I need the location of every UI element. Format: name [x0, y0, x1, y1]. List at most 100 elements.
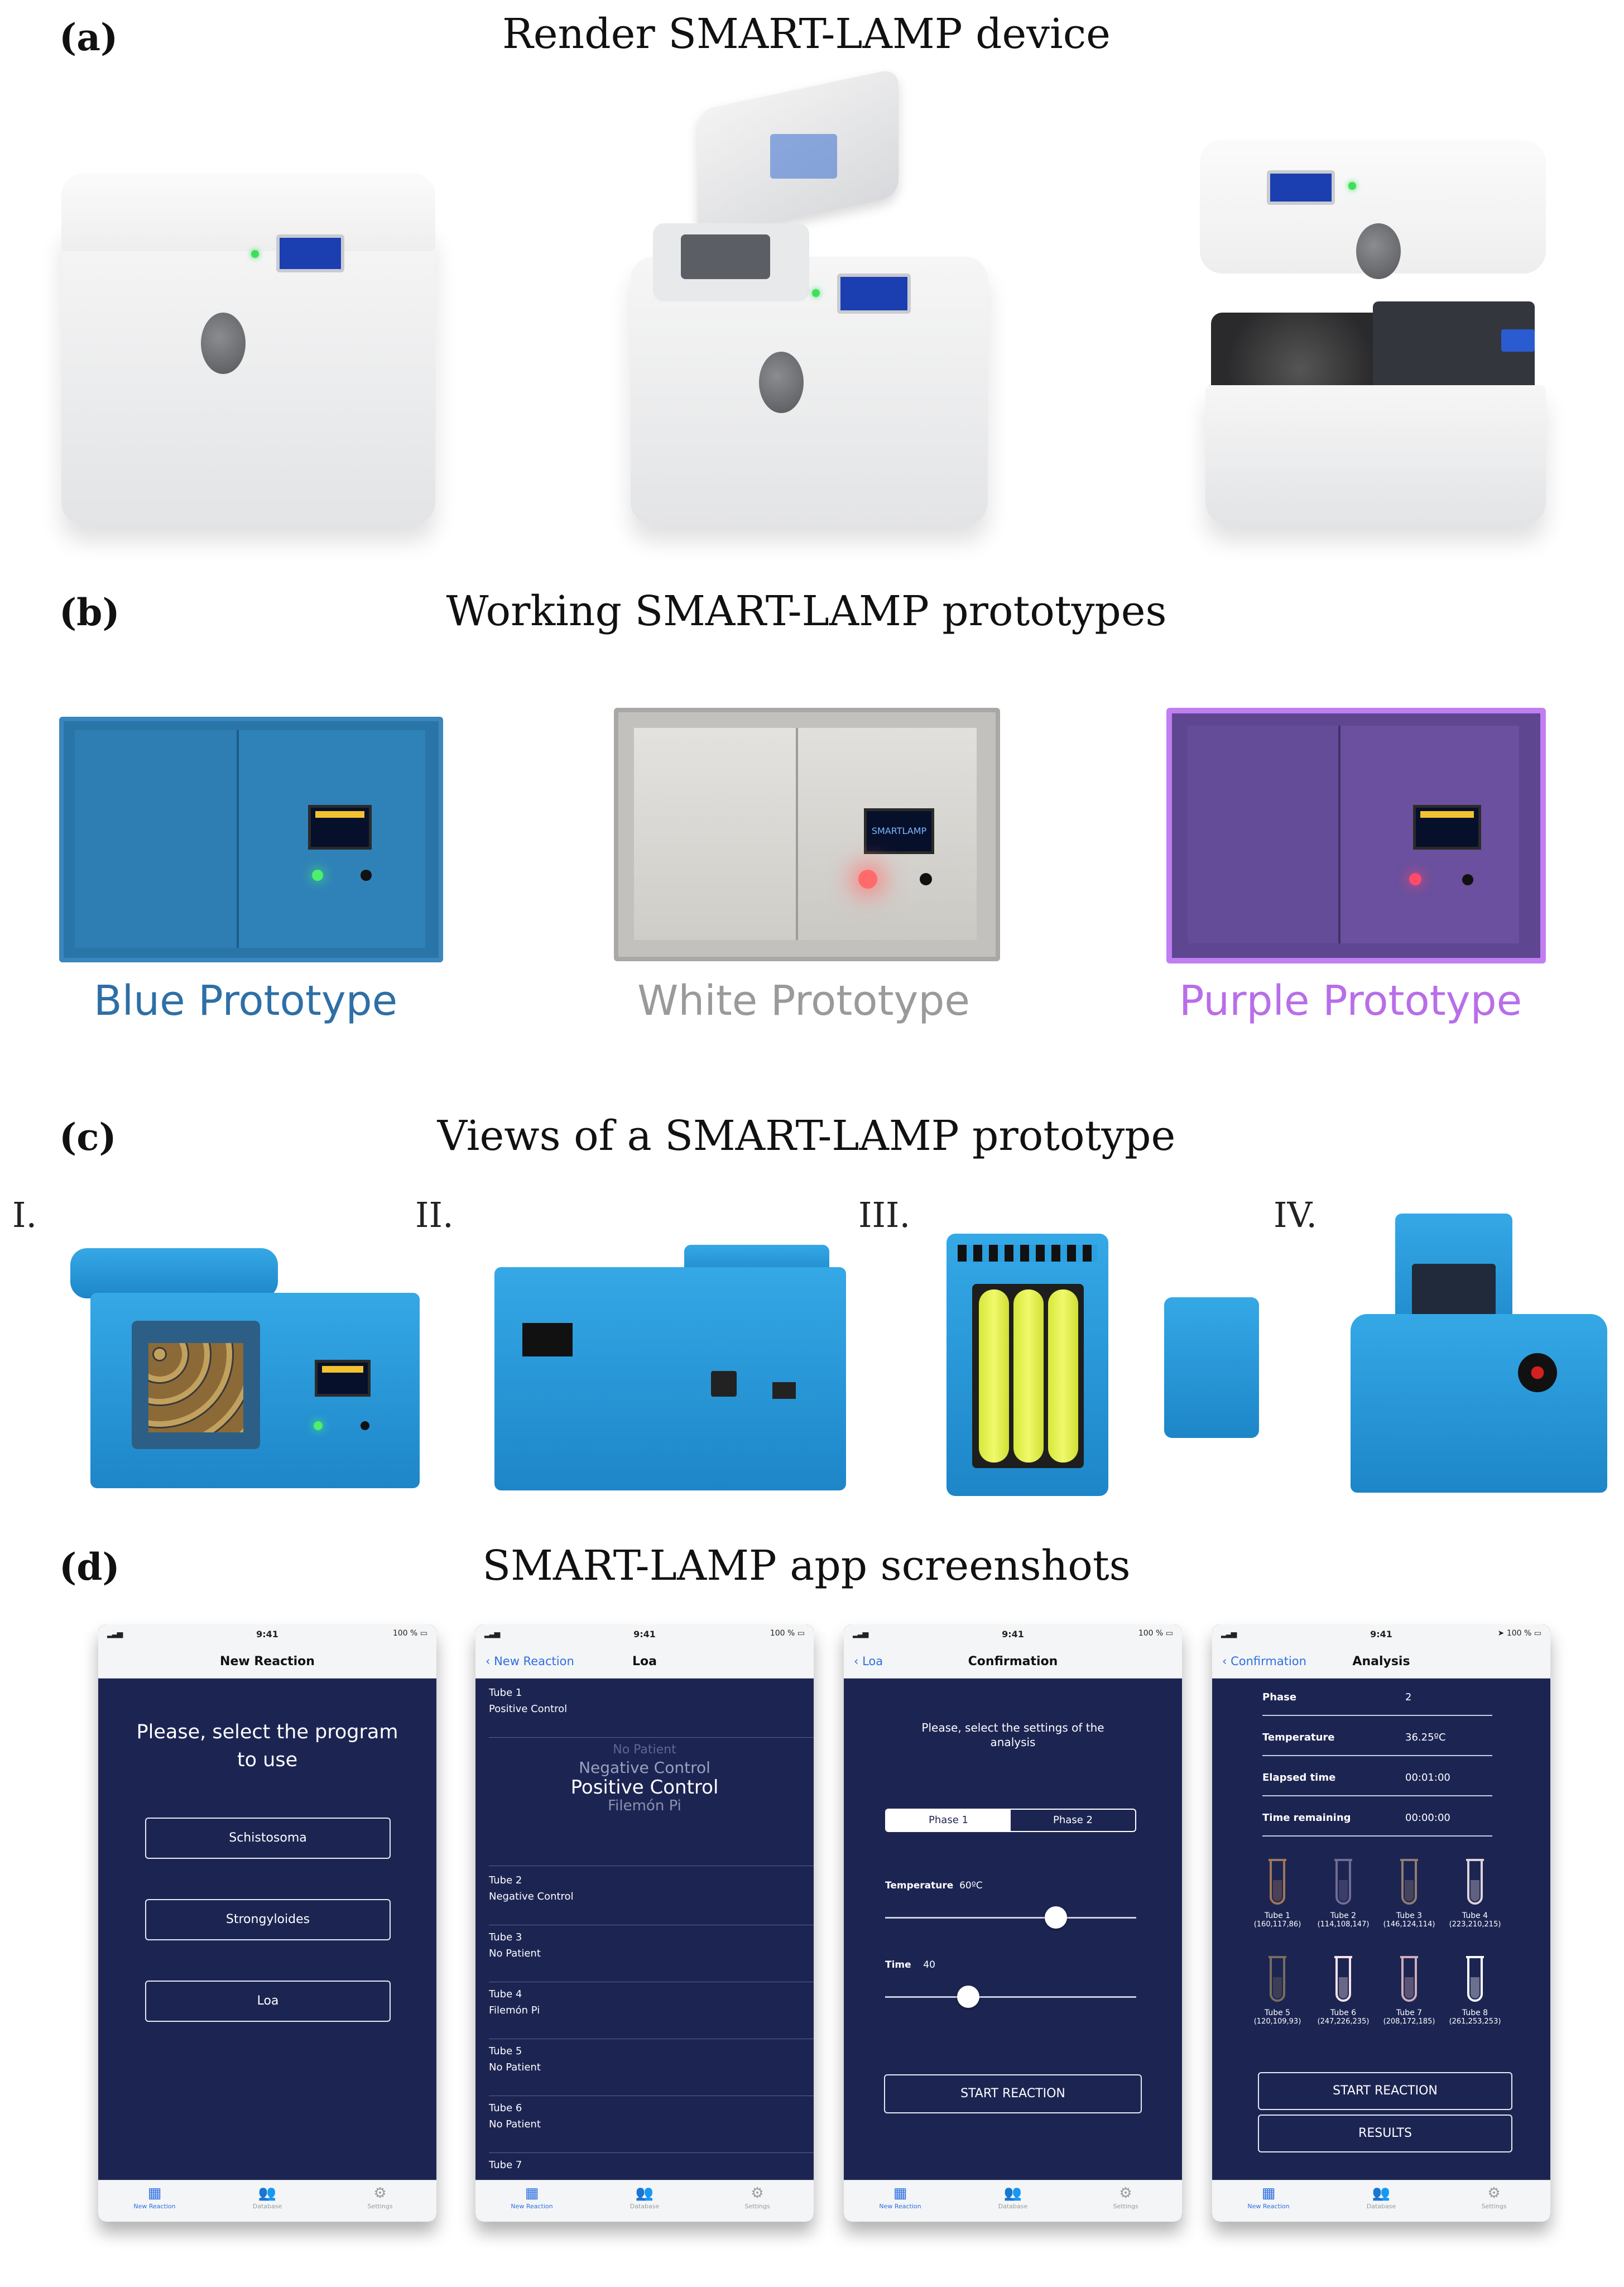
- phone-screen-confirmation: ▂▃▅ 9:41 100 % ▭ ‹ Loa Confirmation Plea…: [844, 1624, 1182, 2222]
- device-render-open: [631, 68, 988, 525]
- purple-prototype-photo: [1166, 708, 1546, 963]
- back-button[interactable]: ‹ Loa: [854, 1655, 883, 1668]
- panel-c-title: Views of a SMART-LAMP prototype: [437, 1112, 1176, 1160]
- tube-rgb-value: (114,108,147): [1317, 1920, 1370, 1929]
- grid-icon: ▦: [1261, 2185, 1276, 2202]
- tab-bar: ▦New Reaction 👥Database ⚙Settings: [1212, 2180, 1550, 2222]
- tube-rgb-value: (160,117,86): [1253, 1920, 1301, 1929]
- tab-database[interactable]: 👥Database: [1325, 2184, 1438, 2210]
- tab-new-reaction[interactable]: ▦New Reaction: [475, 2184, 588, 2210]
- tube-row-1[interactable]: Tube 1 Positive Control: [489, 1687, 814, 1738]
- nav-bar: ‹ Loa Confirmation: [844, 1644, 1182, 1679]
- time-slider-knob[interactable]: [957, 1986, 979, 2008]
- time-slider-track[interactable]: [885, 1996, 1136, 1998]
- view-label-4: IV.: [1274, 1195, 1318, 1235]
- view-1-open-lid: [70, 1248, 420, 1488]
- tab-new-reaction[interactable]: ▦New Reaction: [1212, 2184, 1325, 2210]
- battery-status: 100 % ▭: [1138, 1629, 1173, 1638]
- people-icon: 👥: [1372, 2185, 1391, 2202]
- panel-a-title: Render SMART-LAMP device: [502, 10, 1111, 58]
- signal-icon: ▂▃▅: [484, 1629, 500, 1638]
- tab-settings[interactable]: ⚙Settings: [701, 2184, 814, 2210]
- tube-label: Tube 7: [1396, 2008, 1423, 2017]
- start-reaction-button[interactable]: START REACTION: [1258, 2072, 1512, 2110]
- status-bar: ▂▃▅ 9:41 100 % ▭: [475, 1624, 814, 1644]
- status-bar: ▂▃▅ 9:41 ➤ 100 % ▭: [1212, 1624, 1550, 1644]
- nav-title: Confirmation: [968, 1655, 1058, 1668]
- results-button[interactable]: RESULTS: [1258, 2115, 1512, 2152]
- phase-2-segment[interactable]: Phase 2: [1053, 1814, 1093, 1826]
- tube-2: Tube 2(114,108,147): [1313, 1858, 1374, 1936]
- battery-status: ➤ 100 % ▭: [1497, 1629, 1541, 1638]
- picker-option-prev[interactable]: Negative Control: [579, 1758, 710, 1777]
- view-3-battery: [946, 1234, 1259, 1496]
- tab-bar: ▦New Reaction 👥Database ⚙Settings: [475, 2180, 814, 2222]
- chevron-left-icon: ‹: [486, 1655, 494, 1668]
- blue-prototype-photo: [59, 717, 443, 962]
- start-reaction-button[interactable]: START REACTION: [884, 2074, 1142, 2113]
- program-button-loa[interactable]: Loa: [145, 1981, 391, 2022]
- view-label-3: III.: [858, 1195, 911, 1235]
- test-tube-icon: [1334, 1859, 1352, 1905]
- temperature-slider-knob[interactable]: [1045, 1906, 1067, 1929]
- program-button-strongyloides[interactable]: Strongyloides: [145, 1899, 391, 1940]
- nav-title: Loa: [632, 1655, 657, 1668]
- tab-bar: ▦New Reaction 👥Database ⚙Settings: [98, 2180, 436, 2222]
- people-icon: 👥: [258, 2185, 277, 2202]
- panel-b-label: (b): [59, 591, 120, 634]
- status-time: 9:41: [256, 1629, 278, 1639]
- tab-database[interactable]: 👥Database: [211, 2184, 324, 2210]
- tab-new-reaction[interactable]: ▦New Reaction: [98, 2184, 211, 2210]
- tube-rgb-value: (247,226,235): [1317, 2017, 1370, 2026]
- phase-segmented-control[interactable]: Phase 1 Phase 2: [885, 1809, 1136, 1832]
- back-button[interactable]: ‹ New Reaction: [486, 1655, 574, 1668]
- tube-3: Tube 3(146,124,114): [1378, 1858, 1440, 1936]
- view-4-lid-up: [1351, 1214, 1607, 1493]
- tab-database[interactable]: 👥Database: [588, 2184, 701, 2210]
- signal-icon: ▂▃▅: [107, 1629, 123, 1638]
- phase-1-segment[interactable]: Phase 1: [886, 1810, 1011, 1831]
- tab-settings[interactable]: ⚙Settings: [1438, 2184, 1550, 2210]
- white-prototype-photo: SMARTLAMP: [614, 708, 1000, 961]
- tube-5: Tube 5(120,109,93): [1247, 1955, 1308, 2033]
- status-time: 9:41: [1002, 1629, 1024, 1639]
- tab-database[interactable]: 👥Database: [957, 2184, 1069, 2210]
- grid-icon: ▦: [893, 2185, 907, 2202]
- tube-rgb-value: (146,124,114): [1383, 1920, 1435, 1929]
- tab-new-reaction[interactable]: ▦New Reaction: [844, 2184, 957, 2210]
- tube-rgb-value: (261,253,253): [1449, 2017, 1501, 2026]
- status-time: 9:41: [1370, 1629, 1392, 1639]
- tube-rgb-value: (120,109,93): [1253, 2017, 1301, 2026]
- picker-option-selected[interactable]: Positive Control: [570, 1776, 719, 1799]
- people-icon: 👥: [1003, 2185, 1022, 2202]
- tab-settings[interactable]: ⚙Settings: [1069, 2184, 1182, 2210]
- panel-d-title: SMART-LAMP app screenshots: [482, 1542, 1131, 1590]
- picker-option-next[interactable]: Filemón Pi: [608, 1797, 681, 1814]
- panel-c-label: (c): [59, 1115, 117, 1159]
- temperature-slider-track[interactable]: [885, 1917, 1136, 1919]
- program-button-schistosoma[interactable]: Schistosoma: [145, 1818, 391, 1859]
- tube-6: Tube 6(247,226,235): [1313, 1955, 1374, 2033]
- view-label-2: II.: [415, 1195, 454, 1235]
- grid-icon: ▦: [525, 2185, 539, 2202]
- tube-rgb-value: (208,172,185): [1383, 2017, 1435, 2026]
- back-button[interactable]: ‹ Confirmation: [1222, 1655, 1306, 1668]
- settings-prompt: Please, select the settings of the analy…: [921, 1721, 1104, 1749]
- location-icon: ➤: [1497, 1629, 1507, 1638]
- view-label-1: I.: [12, 1195, 37, 1235]
- chevron-left-icon: ‹: [854, 1655, 863, 1668]
- tube-7: Tube 7(208,172,185): [1378, 1955, 1440, 2033]
- test-tube-icon: [1269, 1859, 1286, 1905]
- gear-icon: ⚙: [751, 2185, 764, 2202]
- tube-row-7[interactable]: Tube 7: [489, 2159, 522, 2171]
- tube-label: Tube 8: [1462, 2008, 1488, 2017]
- phone-screen-loa: ▂▃▅ 9:41 100 % ▭ ‹ New Reaction Loa Tube…: [475, 1624, 814, 2222]
- tab-settings[interactable]: ⚙Settings: [324, 2184, 436, 2210]
